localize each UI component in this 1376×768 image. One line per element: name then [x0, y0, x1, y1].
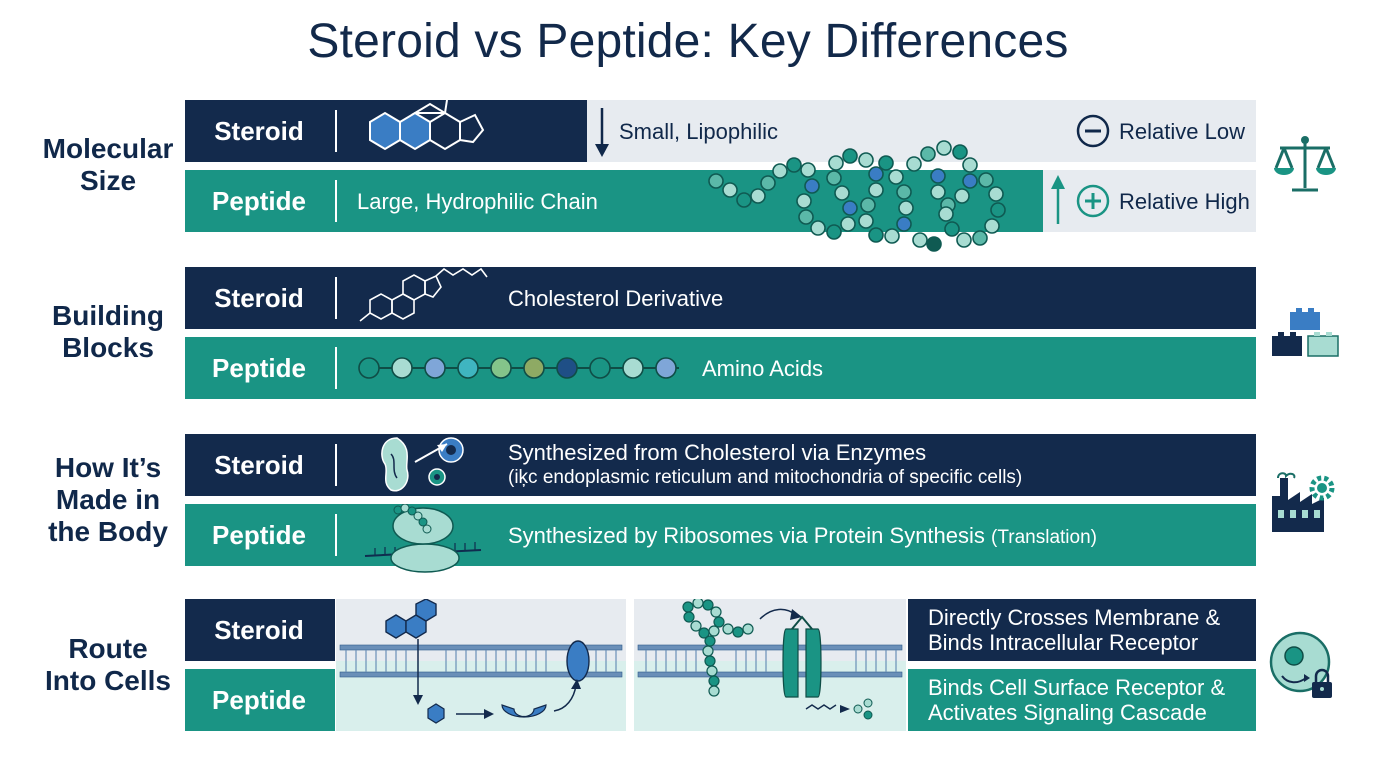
cholesterol-structure-icon — [359, 267, 488, 322]
steroid-tag: Steroid — [214, 116, 304, 146]
steroid-tag: Steroid — [214, 450, 304, 480]
made-peptide-text: Synthesized by Ribosomes via Protein Syn… — [508, 523, 985, 548]
separator — [335, 180, 337, 222]
route-steroid-band: Steroid — [185, 599, 335, 661]
peptide-tag: Peptide — [212, 685, 306, 715]
membrane-illustration — [336, 599, 906, 731]
made-peptide-band: Peptide Synthesized by Ribosomes via Pro… — [185, 504, 1256, 573]
made-peptide-subtext: (Translation) — [991, 527, 1097, 548]
size-steroid-track: Small, Lipophilic Relative Low — [587, 100, 1256, 162]
route-steroid-text: Directly Crosses Membrane & Binds Intrac… — [928, 605, 1221, 655]
page-title: Steroid vs Peptide: Key Differences — [307, 15, 1069, 68]
blocks-steroid-band: Steroid Cholesterol Derivative — [185, 267, 1256, 329]
route-steroid-text-band: Directly Crosses Membrane & Binds Intrac… — [908, 599, 1256, 661]
arrow-up-and-plus-icon — [1051, 175, 1110, 224]
peptide-tag: Peptide — [212, 520, 306, 550]
separator — [335, 110, 337, 152]
separator — [335, 444, 337, 486]
building-blocks-icon — [1270, 306, 1340, 363]
blocks-steroid-text: Cholesterol Derivative — [508, 286, 724, 311]
row-label-route-into-cells: Route Into Cells — [44, 633, 171, 696]
row-label-building-blocks: Building Blocks — [52, 300, 164, 363]
route-peptide-text: Binds Cell Surface Receptor & Activates … — [928, 675, 1226, 725]
minus-circle-icon — [1076, 114, 1110, 148]
blocks-peptide-text: Amino Acids — [702, 356, 824, 381]
separator — [335, 277, 337, 319]
steroid-tag: Steroid — [214, 615, 304, 645]
made-steroid-band: Steroid Synthesized from Cholesterol via… — [185, 434, 1256, 496]
size-peptide-band: Peptide Large, Hydrophilic Chain — [185, 170, 1043, 232]
amino-acid-chain-icon — [358, 357, 679, 379]
balance-scale-icon — [1272, 134, 1338, 203]
size-peptide-track: Relative High — [1043, 170, 1256, 232]
separator — [335, 514, 337, 556]
size-peptide-text: Large, Hydrophilic Chain — [357, 189, 598, 214]
ribosome-icon — [364, 504, 482, 573]
separator — [335, 347, 337, 389]
enzyme-gear-icon — [381, 437, 464, 492]
blocks-peptide-band: Peptide Amino Acids — [185, 337, 1256, 399]
made-steroid-subtext: (iķc endoplasmic reticulum and mitochond… — [508, 467, 1023, 488]
cell-lock-icon — [1268, 630, 1340, 707]
size-steroid-text: Small, Lipophilic — [619, 119, 778, 144]
peptide-tag: Peptide — [212, 353, 306, 383]
factory-gear-icon — [1268, 470, 1338, 539]
route-peptide-band: Peptide — [185, 669, 335, 731]
peptide-tag: Peptide — [212, 186, 306, 216]
size-steroid-band: Steroid — [185, 100, 587, 162]
steroid-tag: Steroid — [214, 283, 304, 313]
made-peptide-text-line: Synthesized by Ribosomes via Protein Syn… — [508, 523, 1097, 549]
size-steroid-relative: Relative Low — [1119, 119, 1245, 144]
route-peptide-text-band: Binds Cell Surface Receptor & Activates … — [908, 669, 1256, 731]
row-label-molecular-size: Molecular Size — [42, 133, 174, 196]
row-label-how-made: How It’s Made in the Body — [48, 452, 168, 547]
size-peptide-relative: Relative High — [1119, 189, 1250, 214]
made-steroid-text: Synthesized from Cholesterol via Enzymes — [508, 440, 927, 465]
arrow-down-icon — [595, 108, 609, 157]
steroid-molecule-icon — [369, 100, 485, 151]
